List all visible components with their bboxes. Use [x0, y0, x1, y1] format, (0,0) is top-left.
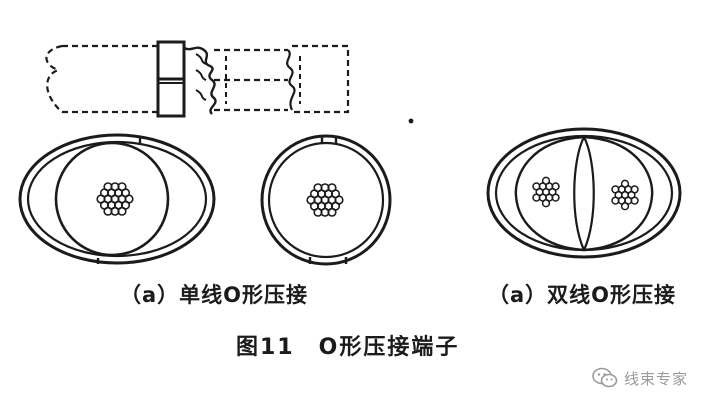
watermark-text: 线束专家 [624, 369, 689, 388]
wire-strand-bundle [96, 182, 134, 216]
caption-single-wire: （a）单线O形压接 [120, 283, 309, 307]
watermark: 线束专家 [592, 366, 688, 390]
single-wire-section-oval [18, 133, 216, 265]
caption-double-wire: （a）双线O形压接 [488, 283, 677, 307]
wire-strand-bundle-right [611, 179, 639, 211]
double-wire-section [486, 127, 682, 259]
stray-dot [408, 118, 414, 124]
wire-strand-bundle [306, 183, 344, 217]
figure-title: 图11 O形压接端子 [236, 335, 460, 360]
terminal-side-view [45, 40, 350, 118]
wire-strand-bundle-left [532, 176, 560, 208]
single-wire-section-round [260, 134, 392, 266]
wechat-icon [592, 367, 618, 388]
